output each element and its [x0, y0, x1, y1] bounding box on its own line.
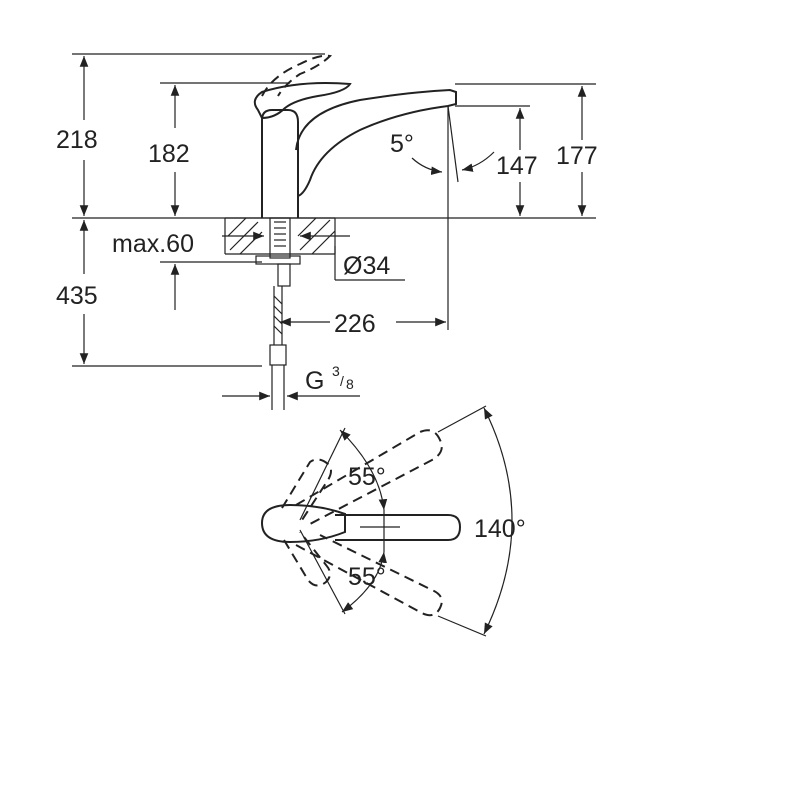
lever-up-ghost	[295, 429, 443, 525]
dim-182: 182	[148, 85, 190, 216]
thread-g-label: G	[305, 367, 324, 395]
dim-226: 226	[280, 310, 446, 338]
countertop-section	[224, 217, 336, 287]
dim-dia34: Ø34	[334, 246, 405, 281]
swing-up-label: 55°	[348, 463, 386, 491]
dim-177: 177	[556, 86, 598, 216]
dim-thread: G 3 / 8	[222, 363, 360, 401]
swing-total-label: 140°	[474, 515, 526, 543]
thread-den-label: 8	[346, 376, 354, 392]
thread-slash: /	[340, 373, 344, 389]
dim-218: 218	[56, 55, 98, 216]
handle-hub	[260, 503, 346, 544]
swing-down-label: 55°	[348, 563, 386, 591]
dim-147: 147	[496, 108, 538, 216]
dim-435-label: 435	[56, 282, 98, 310]
spout-angle-label: 5°	[390, 130, 414, 158]
dim-177-label: 177	[556, 142, 598, 170]
dim-218-label: 218	[56, 126, 98, 154]
thread-num-label: 3	[332, 363, 340, 379]
lever-down-ghost	[295, 534, 443, 617]
dim-226-label: 226	[334, 310, 376, 338]
dim-182-label: 182	[148, 140, 190, 168]
dim-max60: max.60	[112, 230, 350, 258]
faucet-body	[253, 54, 457, 218]
spout-angle: 5°	[390, 105, 495, 330]
dim-max60-label: max.60	[112, 230, 194, 258]
lever-center	[335, 514, 462, 541]
dim-147-label: 147	[496, 152, 538, 180]
top-view: 55° 55° 140°	[260, 405, 526, 637]
supply-hose	[269, 286, 287, 410]
dim-435: 435	[56, 220, 180, 364]
side-view: 218 182 177 147 5°	[56, 53, 598, 410]
dim-dia34-label: Ø34	[343, 252, 390, 280]
